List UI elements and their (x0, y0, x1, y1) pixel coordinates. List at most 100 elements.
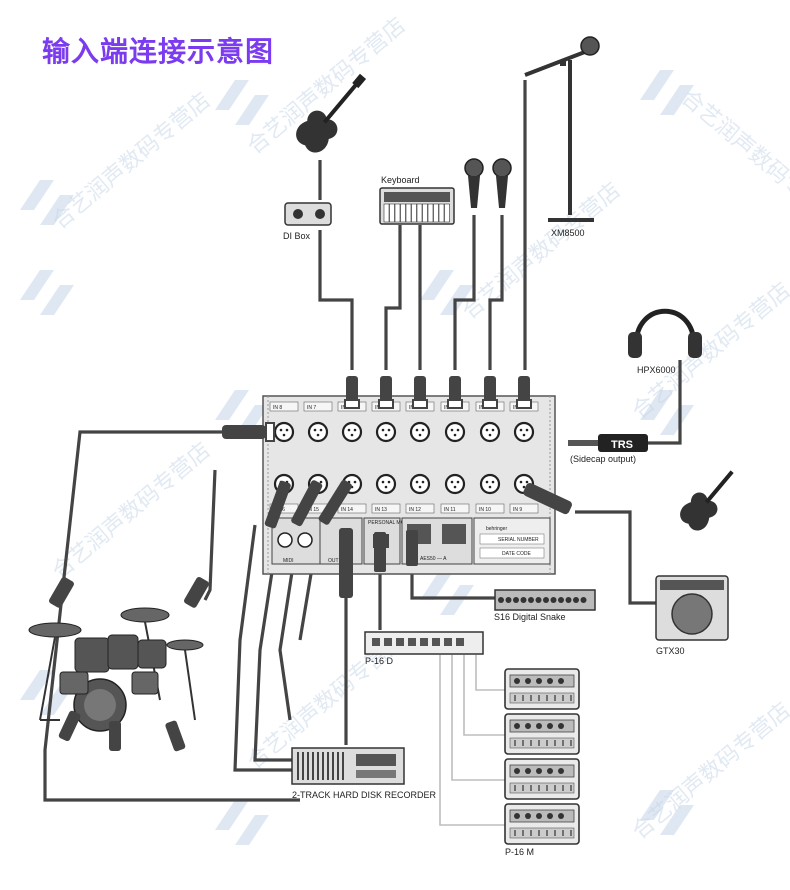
drum-mic-plugs (49, 577, 209, 752)
keyboard-key (433, 203, 439, 223)
svg-text:合艺润声数码专营店: 合艺润声数码专营店 (48, 88, 216, 234)
distributor-icon (364, 631, 484, 655)
distributor-port (444, 638, 452, 646)
input-jack: IN 11 (440, 473, 470, 514)
recorder-icon (291, 747, 405, 785)
out-plug (339, 528, 353, 598)
personal-mixer (504, 713, 580, 755)
keyboard-label: Keyboard (381, 175, 420, 185)
input-jack: IN 7 (303, 401, 333, 443)
input-jack: IN 10 (475, 473, 505, 514)
snake-jack (528, 597, 534, 603)
input-jack: IN 9 (509, 473, 539, 514)
snake-jack (565, 597, 572, 603)
svg-text:OUT: OUT (328, 558, 339, 564)
input-jack: IN 8 (269, 401, 299, 443)
di-box-icon (284, 202, 332, 226)
input-jack-label: IN 10 (479, 507, 491, 513)
xlr-plug-in8 (222, 422, 275, 442)
keyboard-key (444, 203, 450, 223)
snake-jack (535, 597, 542, 603)
snake-label: S16 Digital Snake (494, 612, 566, 622)
snake-jack (580, 597, 587, 603)
personal-mixer (504, 803, 580, 845)
microphone-icon (464, 158, 484, 209)
input-jack-label: IN 7 (307, 405, 316, 411)
snake-jack (498, 597, 504, 603)
svg-text:TRS: TRS (611, 439, 633, 451)
guitar-icon (680, 470, 734, 531)
svg-text:合艺润声数码专营店: 合艺润声数码专营店 (628, 278, 790, 424)
distributor-port (456, 638, 464, 646)
cables (43, 80, 682, 826)
sidecap-label: (Sidecap output) (570, 454, 636, 464)
xlr-plug-in9 (523, 482, 572, 515)
svg-text:合艺润声数码专营店: 合艺润声数码专营店 (458, 178, 626, 324)
keyboard-key (394, 203, 401, 223)
snake-jack (520, 597, 527, 603)
svg-text:合艺润声数码专营店: 合艺润声数码专营店 (628, 698, 790, 844)
mic-stand-label: XM8500 (551, 228, 585, 238)
distributor-label: P-16 D (365, 656, 394, 666)
input-jack-label: IN 13 (375, 507, 387, 513)
recorder-label: 2-TRACK HARD DISK RECORDER (292, 790, 437, 800)
distributor-port (372, 638, 380, 646)
input-jack-label: IN 8 (273, 405, 282, 411)
snake-jack (558, 597, 564, 603)
drum-kit-icon (28, 607, 204, 732)
distributor-port (384, 638, 392, 646)
keyboard-key (400, 203, 406, 223)
mic-stand-icon (524, 36, 600, 222)
digital-snake-icon (494, 589, 596, 611)
svg-text:合艺润声数码专营店: 合艺润声数码专营店 (48, 438, 216, 584)
keyboard-key (416, 203, 423, 223)
svg-text:AES50 — A: AES50 — A (420, 556, 447, 562)
amplifier-icon (655, 575, 729, 641)
mixer-label: P-16 M (505, 847, 534, 857)
di-box-label: DI Box (283, 231, 311, 241)
keyboard-key (405, 203, 412, 223)
amp-label: GTX30 (656, 646, 685, 656)
keyboard-icon (379, 187, 455, 225)
svg-text:DATE CODE: DATE CODE (502, 551, 531, 557)
keyboard-key (411, 203, 417, 223)
keyboard-key (383, 203, 390, 223)
keyboard-key (389, 203, 395, 223)
keyboard-key (427, 203, 434, 223)
snake-jack (573, 597, 579, 603)
snake-jack (550, 597, 557, 603)
svg-text:MIDI: MIDI (283, 558, 294, 564)
headphones-icon (628, 308, 702, 358)
snake-jack (513, 597, 519, 603)
input-jack: IN 13 (371, 473, 401, 514)
personal-mixer (504, 758, 580, 800)
personal-mixer (504, 668, 580, 710)
distributor-port (432, 638, 440, 646)
svg-text:behringer: behringer (486, 526, 507, 532)
xlr-plugs-bottom (264, 479, 418, 598)
ethernet-plug (374, 532, 386, 572)
keyboard-key (438, 203, 445, 223)
snake-jack (505, 597, 512, 603)
distributor-port (420, 638, 428, 646)
input-jack-label: IN 11 (444, 507, 456, 513)
svg-text:合艺润声数码专营店: 合艺润声数码专营店 (676, 85, 790, 231)
aes50-plug (406, 530, 418, 566)
snake-jack (543, 597, 549, 603)
headphones-label: HPX6000 (637, 365, 676, 375)
distributor-port (396, 638, 404, 646)
microphone-icon (492, 158, 512, 209)
input-jack: IN 12 (405, 473, 435, 514)
guitar-icon (296, 73, 367, 153)
input-jack-label: IN 12 (409, 507, 421, 513)
distributor-port (408, 638, 416, 646)
input-jack-label: IN 15 (307, 507, 319, 513)
keyboard-key (422, 203, 428, 223)
trs-plug: TRS (568, 434, 648, 452)
input-jack-label: IN 14 (341, 507, 353, 513)
input-jack-label: IN 9 (513, 507, 522, 513)
svg-text:PERSONAL MONITORING: PERSONAL MONITORING (368, 520, 429, 526)
svg-text:SERIAL NUMBER: SERIAL NUMBER (498, 537, 539, 543)
page-title: 输入端连接示意图 (42, 35, 275, 68)
